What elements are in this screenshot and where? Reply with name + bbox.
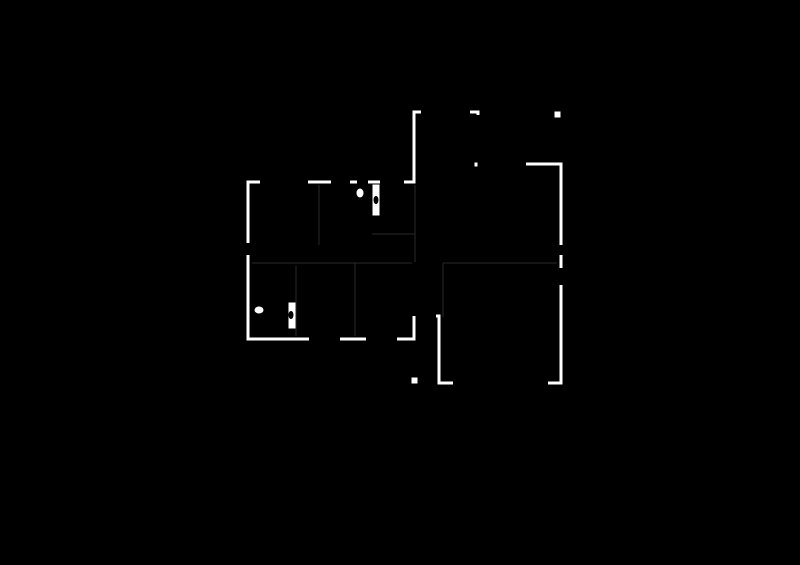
exterior-walls xyxy=(246,110,563,385)
fixtures xyxy=(254,111,561,384)
toilet-icon xyxy=(254,306,264,314)
marker-icon xyxy=(411,377,418,384)
toilet-icon xyxy=(356,188,364,198)
marker-icon xyxy=(474,162,478,167)
marker-icon xyxy=(554,111,561,118)
interior-walls xyxy=(252,185,557,336)
